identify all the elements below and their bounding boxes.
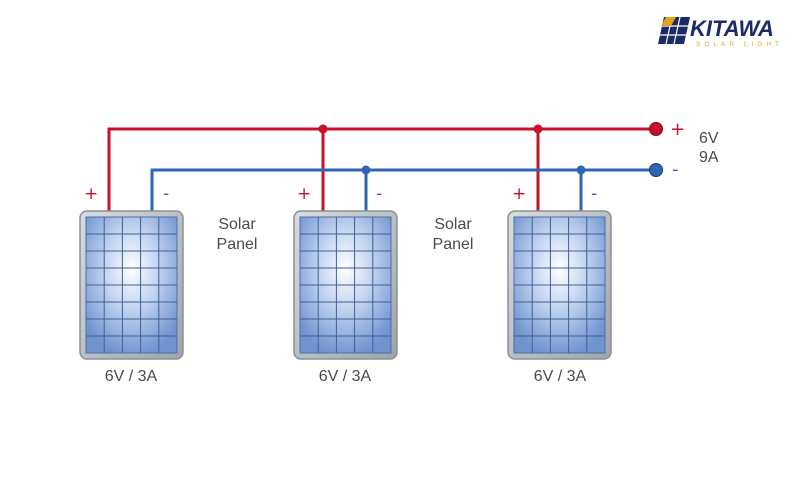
solar-panel-label-2-line2: Panel [433,236,474,253]
panel-2-rating: 6V / 3A [319,368,372,385]
panel-2-minus-label: - [376,184,382,204]
panel-3-rating: 6V / 3A [534,368,587,385]
panel-ratings: 6V / 3A 6V / 3A 6V / 3A [105,368,587,385]
solar-panel-1 [79,210,184,360]
lead-labels: + - + - + - [84,184,597,204]
solar-panel-label-1-line2: Panel [217,236,258,253]
negative-terminal [649,163,663,177]
panel-1-rating: 6V / 3A [105,368,158,385]
solar-panel-3 [507,210,612,360]
positive-terminal [649,122,663,136]
positive-junction-dot [318,124,328,134]
output-current: 9A [699,149,719,166]
panel-3-minus-label: - [591,184,597,204]
negative-bus-wire [150,168,656,211]
output-minus-label: - [672,159,679,180]
panel-3-plus-label: + [512,184,526,204]
negative-junction-dot [576,165,586,175]
output-voltage: 6V [699,130,719,147]
positive-junction-dot [533,124,543,134]
panel-1-plus-label: + [84,184,98,204]
panel-2-plus-label: + [297,184,311,204]
solar-panel-label-2-line1: Solar [434,216,472,233]
logo-name: KITAWA [690,16,774,41]
output-plus-label: + [670,119,685,140]
solar-panel-labels: Solar Panel Solar Panel [217,216,474,253]
solar-panel-2 [293,210,398,360]
logo-tagline: SOLAR LIGHT [696,41,783,48]
panel-1-minus-label: - [163,184,169,204]
output-labels: + - 6V 9A [670,119,719,180]
solar-panel-label-1-line1: Solar [218,216,256,233]
kitawa-logo: KITAWA SOLAR LIGHT [658,16,783,48]
wiring [107,122,663,211]
positive-bus-wire [107,127,656,211]
solar-panels [79,210,612,360]
negative-junction-dot [361,165,371,175]
logo-mark-icon [658,16,690,45]
